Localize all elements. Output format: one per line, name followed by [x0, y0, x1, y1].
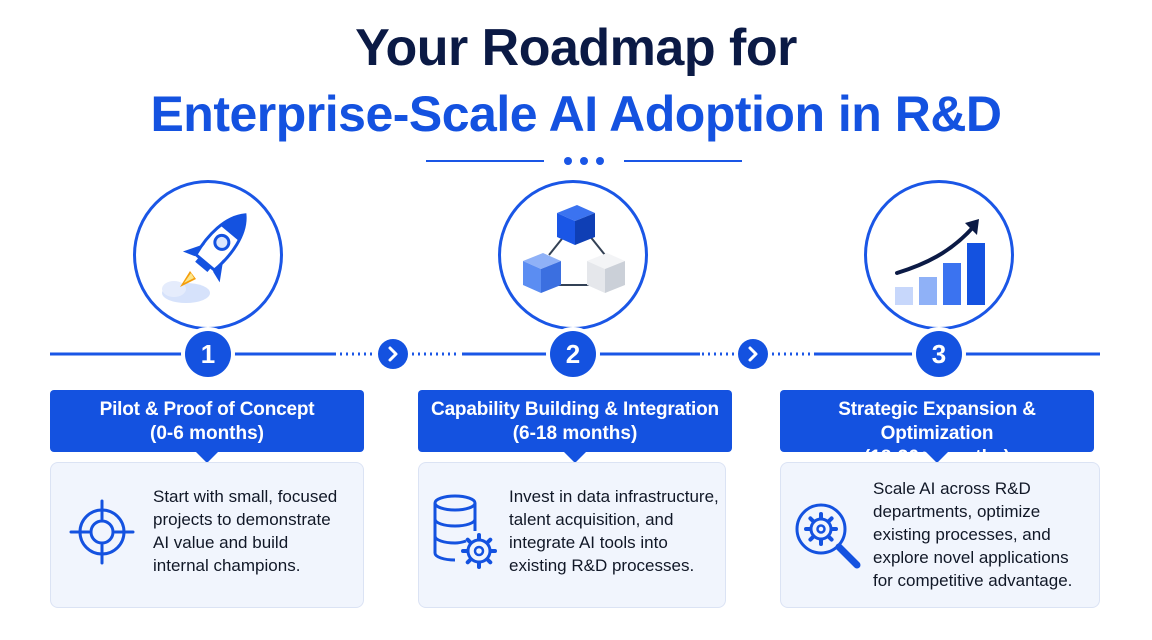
chevron-right-icon: [378, 339, 408, 369]
title-divider: [426, 155, 742, 167]
phase-2-description: Invest in data infrastructure, talent ac…: [509, 485, 719, 577]
phase-1-description: Start with small, focused projects to de…: [153, 485, 337, 577]
phase-1-name: Pilot & Proof of Concept: [99, 399, 315, 420]
divider-rule-left: [426, 160, 544, 162]
phase-3-name: Strategic Expansion & Optimization: [838, 399, 1036, 444]
title-line-2: Enterprise-Scale AI Adoption in R&D: [150, 86, 1002, 142]
description-line: Scale AI across R&D: [873, 479, 1031, 498]
phase-3-number: 3: [916, 331, 962, 377]
phase-2-header: Capability Building & Integration (6-18 …: [418, 390, 732, 463]
description-line: for competitive advantage.: [873, 571, 1073, 590]
phase-3-header: Strategic Expansion & Optimization (18-3…: [780, 390, 1094, 468]
description-line: departments, optimize: [873, 502, 1041, 521]
description-line: projects to demonstrate: [153, 510, 331, 529]
description-line: explore novel applications: [873, 548, 1069, 567]
magnifier-gear-icon: [795, 503, 861, 569]
phase-1-number: 1: [185, 331, 231, 377]
phase-3-card: Scale AI across R&D departments, optimiz…: [780, 462, 1100, 608]
phase-2-name: Capability Building & Integration: [431, 399, 719, 420]
chevron-right-icon: [738, 339, 768, 369]
phase-1-card: Start with small, focused projects to de…: [50, 462, 364, 608]
phase-3-description: Scale AI across R&D departments, optimiz…: [873, 477, 1072, 592]
growth-chart-icon: [895, 219, 985, 305]
divider-rule-right: [624, 160, 742, 162]
description-line: Start with small, focused: [153, 487, 338, 506]
phase-3-illustration: [864, 180, 1014, 330]
phase-2-illustration: [498, 180, 648, 330]
divider-dot: [580, 157, 588, 165]
title-line-1: Your Roadmap for: [355, 19, 797, 77]
header-pointer: [926, 452, 948, 463]
header-pointer: [196, 452, 218, 463]
description-line: internal champions.: [153, 556, 301, 575]
target-icon: [69, 499, 135, 565]
divider-dot: [596, 157, 604, 165]
header-pointer: [564, 452, 586, 463]
phase-2-number: 2: [550, 331, 596, 377]
description-line: AI value and build: [153, 533, 289, 552]
description-line: existing R&D processes.: [509, 556, 695, 575]
phase-1-header: Pilot & Proof of Concept (0-6 months): [50, 390, 364, 463]
description-line: talent acquisition, and: [509, 510, 674, 529]
divider-dot: [564, 157, 572, 165]
phase-1-duration: (0-6 months): [150, 423, 264, 444]
phase-2-card: Invest in data infrastructure, talent ac…: [418, 462, 726, 608]
database-gear-icon: [433, 494, 497, 569]
description-line: integrate AI tools into: [509, 533, 668, 552]
rocket-icon: [162, 213, 247, 303]
description-line: Invest in data infrastructure,: [509, 487, 719, 506]
connected-cubes-icon: [523, 205, 625, 293]
phase-2-duration: (6-18 months): [512, 423, 638, 444]
description-line: existing processes, and: [873, 525, 1051, 544]
phase-1-illustration: [133, 180, 283, 330]
